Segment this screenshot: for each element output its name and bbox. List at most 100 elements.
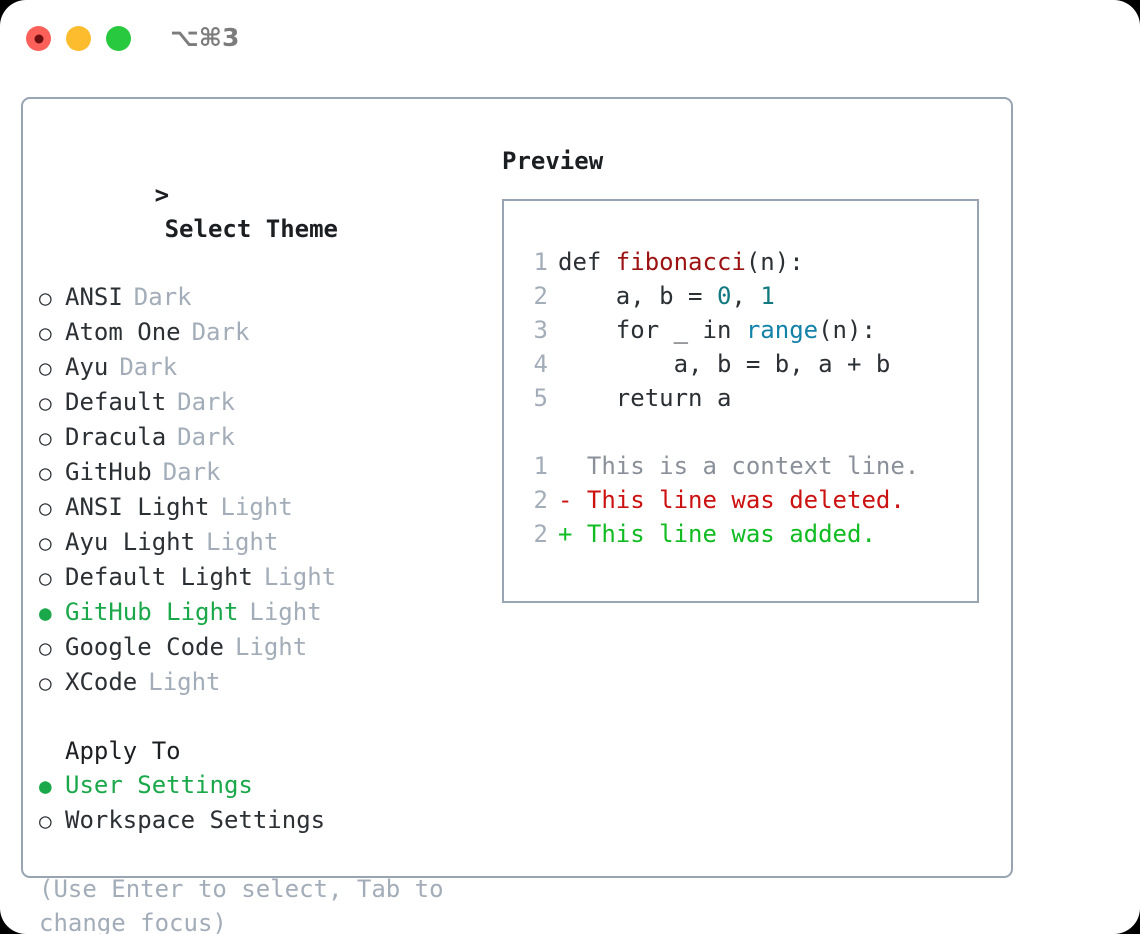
radio-selected-icon: ● [39,774,52,798]
theme-option-dracula[interactable]: ○ Dracula Dark [39,420,479,455]
code-token-call: range [745,316,819,344]
theme-option-ayu[interactable]: ○ Ayu Dark [39,350,479,385]
theme-option-variant-tag: Light [263,563,337,591]
theme-option-label: GitHub Light [65,598,239,626]
code-token-num: 1 [760,282,775,310]
keyboard-shortcut-label: ⌥⌘3 [170,23,240,52]
code-diff-separator [522,415,977,449]
minimize-window-button[interactable] [66,26,91,51]
close-window-button[interactable] [26,26,51,51]
code-token-kw: def [558,248,616,276]
title-bar: ⌥⌘3 [0,0,1140,78]
diff-line-number: 2 [533,520,548,548]
diff-sign-del: - [558,486,573,514]
code-line: 1 def fibonacci(n): [522,245,977,279]
radio-unselected-icon: ○ [39,671,52,695]
apply-to-option-user-settings[interactable]: ● User Settings [39,768,479,803]
keyboard-hint-text: (Use Enter to select, Tab to change focu… [39,875,444,934]
code-token-fn: fibonacci [615,248,746,276]
apply-to-heading: Apply To [65,737,181,765]
theme-option-variant-tag: Dark [133,283,192,311]
theme-option-label: ANSI Light [65,493,210,521]
theme-option-label: Ayu Light [65,528,196,556]
prompt-caret-icon: > [154,181,170,209]
code-line-number: 5 [533,384,548,412]
code-token-kw: return a [558,384,732,412]
preview-heading: Preview [502,147,604,175]
theme-option-label: Dracula [65,423,167,451]
radio-unselected-icon: ○ [39,391,52,415]
maximize-window-button[interactable] [106,26,131,51]
theme-option-label: GitHub [65,458,152,486]
code-token-kw: (n): [745,248,804,276]
radio-unselected-icon: ○ [39,356,52,380]
radio-unselected-icon: ○ [39,321,52,345]
apply-to-option-label: Workspace Settings [65,806,326,834]
theme-option-google-code[interactable]: ○ Google Code Light [39,630,479,665]
diff-sign-add: + [558,520,573,548]
radio-unselected-icon: ○ [39,566,52,590]
code-line-number: 4 [533,350,548,378]
diff-line-text: This line was added. [572,520,876,548]
theme-option-default-light[interactable]: ○ Default Light Light [39,560,479,595]
radio-unselected-icon: ○ [39,531,52,555]
theme-option-variant-tag: Dark [162,458,221,486]
apply-to-option-workspace-settings[interactable]: ○ Workspace Settings [39,803,479,838]
radio-unselected-icon: ○ [39,461,52,485]
code-token-kw: for _ in [558,316,746,344]
select-theme-heading: > Select Theme [39,144,479,280]
diff-line: 2- This line was deleted. [522,483,977,517]
theme-option-variant-tag: Dark [191,318,250,346]
code-line-number: 2 [533,282,548,310]
radio-unselected-icon: ○ [39,636,52,660]
code-line: 3 for _ in range(n): [522,313,977,347]
diff-line: 2 + This line was added. [522,517,977,551]
theme-option-label: ANSI [65,283,123,311]
code-line: 4 a, b = b, a + b [522,347,977,381]
theme-option-label: XCode [65,668,138,696]
theme-option-label: Default Light [65,563,253,591]
theme-option-ansi[interactable]: ○ ANSI Dark [39,280,479,315]
radio-selected-icon: ● [39,601,52,625]
theme-option-github[interactable]: ○ GitHub Dark [39,455,479,490]
apply-to-list: ● User Settings ○ Workspace Settings [39,768,479,838]
apply-to-option-label: User Settings [65,771,253,799]
theme-option-ansi-light[interactable]: ○ ANSI Light Light [39,490,479,525]
radio-unselected-icon: ○ [39,809,52,833]
theme-option-variant-tag: Dark [119,353,178,381]
theme-option-variant-tag: Light [234,633,308,661]
radio-unselected-icon: ○ [39,426,52,450]
code-line: 5 return a [522,381,977,415]
diff-line-number: 2 [533,486,548,514]
select-theme-heading-label: Select Theme [164,215,338,243]
diff-line: 1 This is a context line. [522,449,977,483]
theme-option-variant-tag: Light [148,668,221,696]
diff-sign-ctx [558,452,572,480]
radio-unselected-icon: ○ [39,496,52,520]
diff-line-text: This is a context line. [572,452,920,480]
traffic-light-buttons [26,26,131,51]
code-line-number: 1 [533,248,548,276]
theme-option-variant-tag: Dark [177,423,235,451]
theme-option-xcode[interactable]: ○ XCode Light [39,665,479,700]
theme-option-variant-tag: Dark [177,388,235,416]
theme-option-label: Ayu [65,353,109,381]
theme-option-variant-tag: Light [249,598,322,626]
list-spacer [39,700,479,734]
theme-option-variant-tag: Light [220,493,293,521]
theme-option-github-light[interactable]: ● GitHub Light Light [39,595,479,630]
code-token-kw: a, b = [558,282,717,310]
diff-line-text: This line was deleted. [572,486,905,514]
theme-option-label: Google Code [65,633,224,661]
code-token-kw: a, b = b, a + b [558,350,891,378]
radio-unselected-icon: ○ [39,286,52,310]
